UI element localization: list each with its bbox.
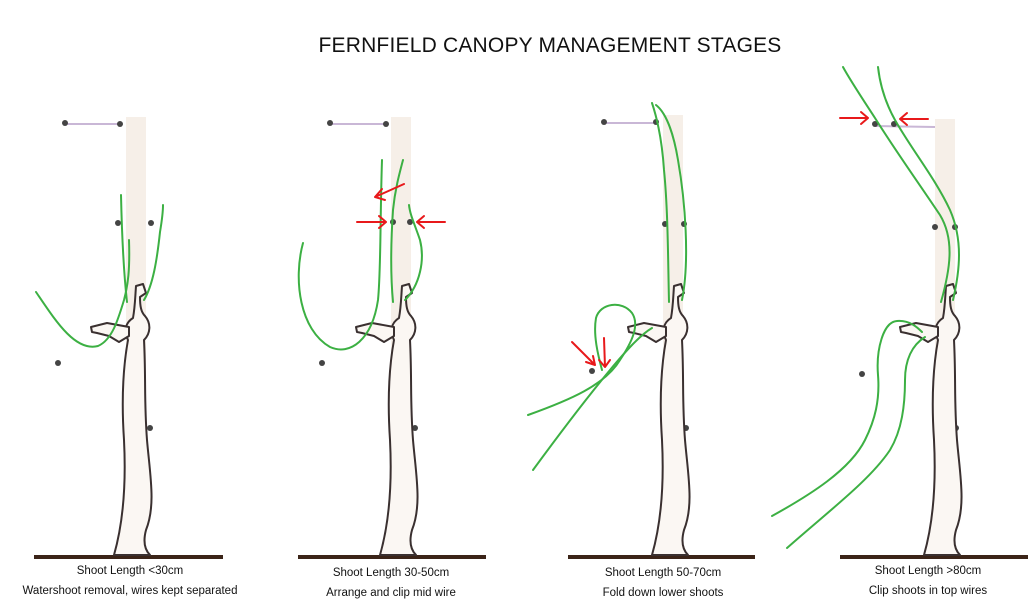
stage-4-task: Clip shoots in top wires [868,585,988,597]
stage-2-shoot-length: Shoot Length 30-50cm [332,567,450,579]
cordon-stub [899,322,939,343]
wire-clip [412,425,418,431]
shoot [771,319,923,517]
wire-clip [601,119,607,125]
shoot [877,66,960,301]
stage-1-task: Watershoot removal, wires kept separated [22,585,238,597]
stage-1-illustration [34,117,223,559]
shoot [390,159,404,303]
shoot [35,239,131,348]
wire-clip [117,121,123,127]
shoot [842,66,951,303]
wire-clip [383,121,389,127]
arrow-icon [839,111,869,125]
wire-clip [932,224,938,230]
stage-2-caption: Shoot Length 30-50cm Arrange and clip mi… [291,563,491,603]
wire-clip [327,120,333,126]
arrow-icon [416,215,446,229]
wire-clip [148,220,154,226]
arrow-icon [899,112,929,126]
wire-clip [589,368,595,374]
shoot [655,104,688,301]
wire-clip [115,220,121,226]
wire-clip [872,121,878,127]
cordon-stub [90,322,130,343]
stage-3-illustration [527,102,755,559]
shoot [404,204,423,301]
arrow-icon [571,341,596,366]
stage-4-caption: Shoot Length >80cm Clip shoots in top wi… [843,561,1013,601]
shoot [786,336,926,549]
vine-trunk [379,283,419,556]
wire-clip [407,219,413,225]
stage-1-shoot-length: Shoot Length <30cm [76,565,184,577]
shoot [143,204,164,301]
wire-clip [859,371,865,377]
wire-clip [62,120,68,126]
arrow-icon [598,337,611,368]
wire-clip [147,425,153,431]
shoot [120,194,128,303]
wire-clip [55,360,61,366]
stage-4-shoot-length: Shoot Length >80cm [874,565,982,577]
stage-4-illustration [771,66,1028,559]
arrow-icon [374,183,405,201]
stage-2-task: Arrange and clip mid wire [326,587,456,599]
stage-3-task: Fold down lower shoots [602,587,724,599]
shoot [651,102,670,303]
cordon-stub [355,322,395,343]
stage-1-caption: Shoot Length <30cm Watershoot removal, w… [20,561,240,601]
arrow-icon [356,215,387,229]
vine-trunk [923,283,963,556]
shoot [527,303,637,416]
vine-trunk [651,283,691,556]
stage-3-caption: Shoot Length 50-70cm Fold down lower sho… [563,563,763,603]
vine-trunk [113,283,153,556]
stage-3-shoot-length: Shoot Length 50-70cm [604,567,722,579]
stage-2-illustration [297,117,486,559]
shoot [532,327,653,471]
shoot [297,159,383,351]
wire-clip [319,360,325,366]
diagram-title: FERNFIELD CANOPY MANAGEMENT STAGES [318,34,782,57]
top-wire [874,125,936,128]
